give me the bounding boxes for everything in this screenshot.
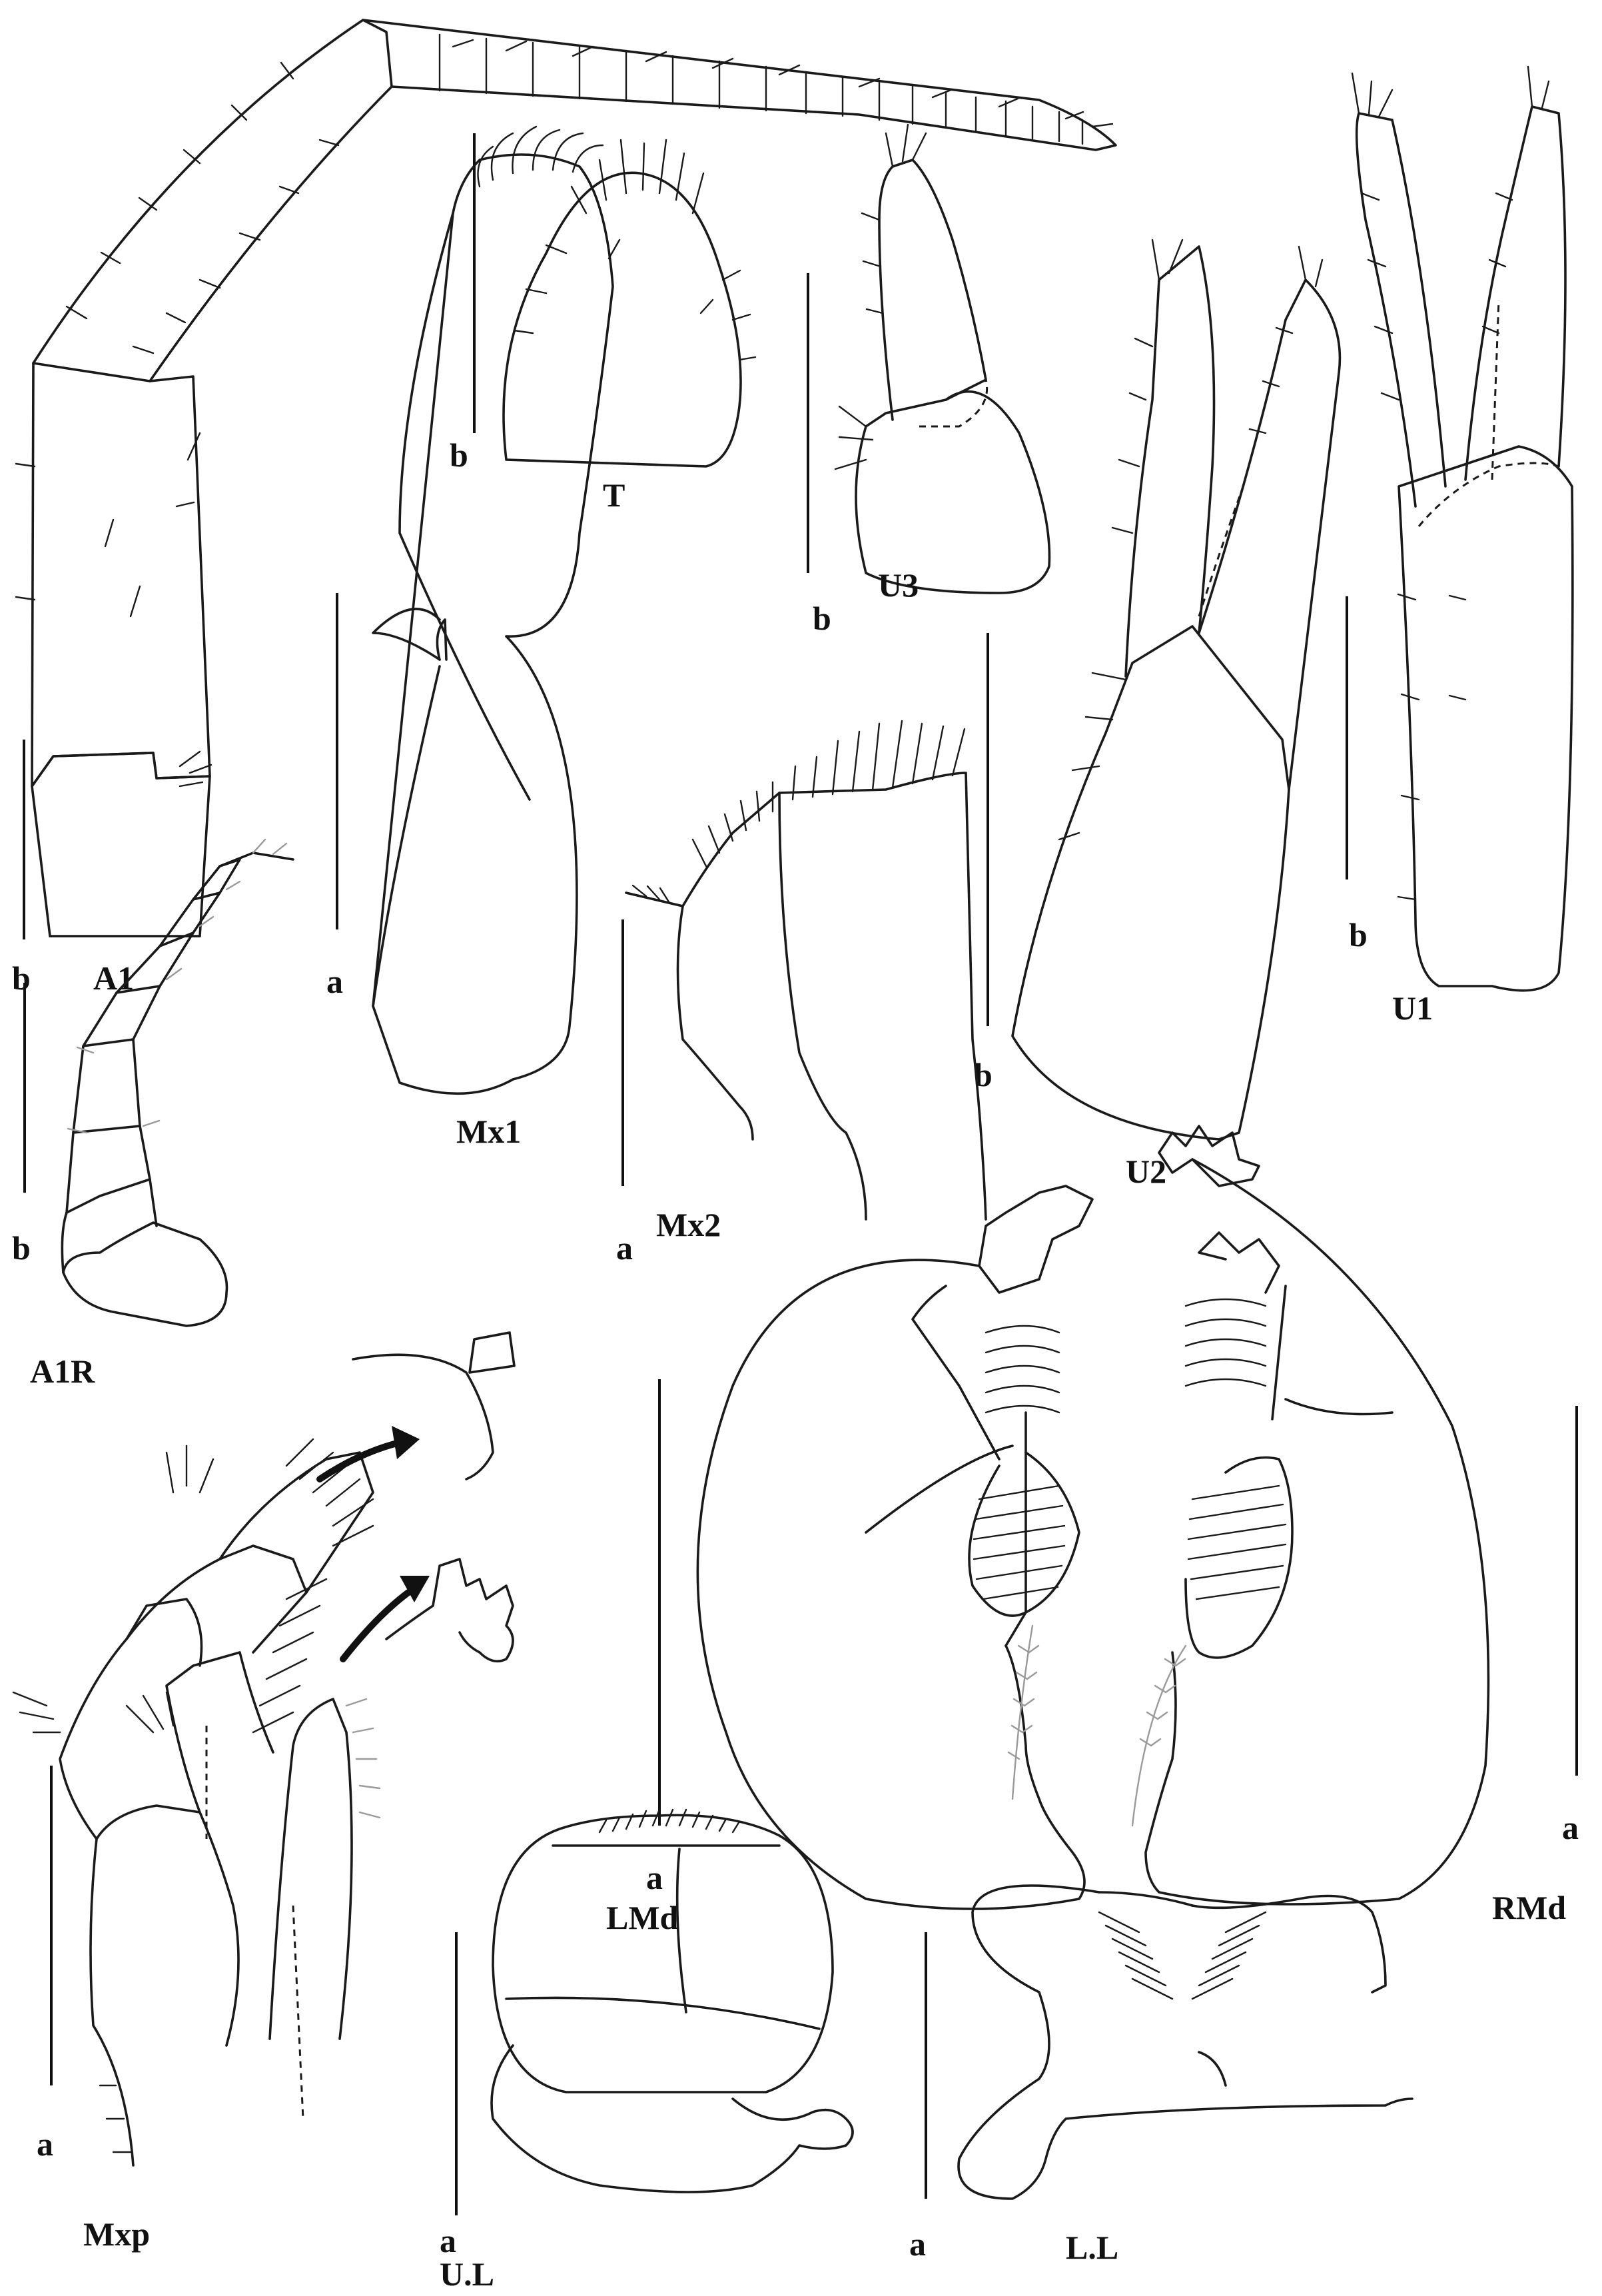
panel-label-lmd: LMd [606, 1899, 679, 1936]
scale-bar-label: a [440, 2222, 456, 2259]
drawing-uropod-3 [834, 123, 1051, 594]
panel-label-mxp: Mxp [83, 2215, 150, 2253]
arrow-icon [316, 1426, 420, 1482]
drawing-upper-lip [490, 1808, 854, 2193]
drawing-uropod-1 [1351, 65, 1574, 992]
drawing-maxilla-2 [625, 720, 987, 1221]
scale-bar-label: a [37, 2125, 53, 2163]
panel-label-ll: L.L [1066, 2229, 1118, 2266]
plumose-setae [345, 1698, 381, 1819]
scale-bar-label: b [1349, 916, 1368, 953]
flagellum-segments [438, 33, 1084, 145]
setae-fringe [631, 720, 966, 904]
panel-label-mx1: Mx1 [456, 1113, 521, 1150]
scale-bar-label: b [813, 600, 831, 637]
molar-ridges [973, 1484, 1066, 1600]
drawing-maxilla-1 [372, 125, 614, 1095]
drawing-antenna-1-ramus [61, 838, 294, 1327]
molar-ridges [1187, 1484, 1287, 1600]
arrow-icon [340, 1576, 430, 1662]
panel-label-u2: U2 [1126, 1153, 1166, 1190]
scale-bar-label: a [646, 1859, 663, 1896]
plumose-seta [1007, 1624, 1040, 1800]
drawing-antenna-1 [15, 19, 1117, 937]
drawing-mxp-detail-lower [385, 1558, 514, 1663]
panel-label-mx2: Mx2 [656, 1206, 721, 1243]
panel-label-u3: U3 [878, 566, 919, 604]
scale-bar-label: b [12, 1229, 31, 1267]
drawing-right-mandible [1131, 1125, 1490, 1906]
lobe-setae [1098, 1911, 1267, 2000]
drawing-maxilliped [12, 1438, 381, 2167]
scale-bar-label: a [326, 963, 343, 1000]
panel-label-ul: U.L [440, 2255, 494, 2293]
drawing-telson [502, 139, 757, 468]
lacinia-rows [1184, 1298, 1267, 1387]
drawing-mxp-detail-upper [352, 1331, 516, 1480]
scale-bar-label: b [450, 436, 468, 474]
drawing-left-mandible [696, 1185, 1094, 1910]
scale-bar-label: a [616, 1229, 633, 1267]
panel-label-rmd: RMd [1492, 1889, 1566, 1926]
scale-bar-label: a [1562, 1809, 1579, 1846]
drawing-uropod-2 [1011, 239, 1342, 1141]
panel-label-a1r: A1R [30, 1353, 95, 1390]
plumose-seta [1131, 1644, 1187, 1827]
scale-bar-label: b [12, 959, 31, 997]
antenna-setae [15, 39, 1114, 788]
lacinia-rows [985, 1325, 1060, 1414]
drawing-lower-lip [957, 1884, 1413, 2200]
scale-bar-label: a [909, 2225, 926, 2263]
panel-label-u1: U1 [1392, 989, 1433, 1027]
apical-setae [598, 1808, 741, 1834]
setae-row [12, 1438, 374, 2153]
spine-row [477, 125, 604, 188]
panel-label-telson: T [603, 476, 625, 514]
